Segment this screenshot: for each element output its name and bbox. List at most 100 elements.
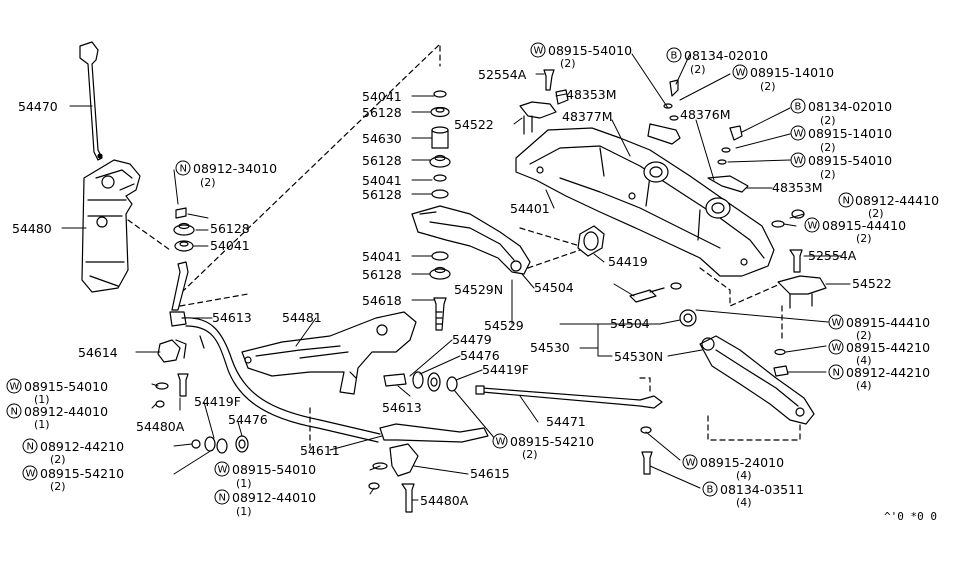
code-letter: B <box>707 485 714 496</box>
label-48376m: 48376M <box>680 107 731 122</box>
code-letter: W <box>832 343 842 354</box>
code-item: W 08915-54010 (2) <box>790 152 892 181</box>
code-letter: W <box>534 46 544 57</box>
part-fasteners-top <box>519 69 743 165</box>
code-letter: N <box>843 196 850 207</box>
code-item: W 08915-24010 (4) <box>682 454 784 482</box>
label-54611: 54611 <box>300 443 340 458</box>
fastener-codes: N 08912-34010 (2) W 08915-54010 (2) B 08… <box>6 42 939 518</box>
part-54470-rod <box>79 41 103 161</box>
code-qty: (2) <box>820 141 836 154</box>
label-56128: 56128 <box>362 105 402 120</box>
code-item: W 08915-14010 (2) <box>790 125 892 154</box>
part-54419-bolt <box>629 282 697 327</box>
guide-lines-center <box>519 227 581 269</box>
part-54613-link <box>169 261 189 327</box>
part-54476-bushings <box>383 371 458 392</box>
code-number: 08915-44410 <box>846 315 930 330</box>
part-54480a-bolts <box>177 373 415 513</box>
part-54618-bolt <box>433 297 447 331</box>
label-54041: 54041 <box>362 173 402 188</box>
label-48353m: 48353M <box>566 87 617 102</box>
part-48353m-clamps <box>647 123 749 193</box>
code-item: W 08915-44210 (4) <box>828 339 930 367</box>
code-letter: W <box>808 221 818 232</box>
code-number: 08915-44210 <box>846 340 930 355</box>
label-54613: 54613 <box>212 310 252 325</box>
code-item: N 08912-44210 (2) <box>22 438 124 466</box>
code-letter: B <box>795 102 802 113</box>
label-54471: 54471 <box>546 414 586 429</box>
code-letter: N <box>11 407 18 418</box>
code-letter: N <box>219 493 226 504</box>
code-qty: (2) <box>522 448 538 461</box>
code-qty: (2) <box>760 80 776 93</box>
label-54476: 54476 <box>460 348 500 363</box>
code-item: W 08915-54010 (2) <box>530 42 632 70</box>
code-qty: (2) <box>50 480 66 493</box>
guide-lines-right <box>309 267 801 449</box>
code-qty: (2) <box>856 329 872 342</box>
code-number: 08912-34010 <box>193 161 277 176</box>
code-number: 08134-02010 <box>684 48 768 63</box>
code-qty: (1) <box>236 505 252 518</box>
label-56128: 56128 <box>362 187 402 202</box>
code-number: 08912-44010 <box>232 490 316 505</box>
code-letter: N <box>180 164 187 175</box>
leader-lines <box>61 53 851 501</box>
code-letter: W <box>832 318 842 329</box>
code-number: 08134-02010 <box>808 99 892 114</box>
part-54529-arm <box>411 205 531 275</box>
code-qty: (4) <box>736 469 752 482</box>
label-54481: 54481 <box>282 310 322 325</box>
label-54615: 54615 <box>470 466 510 481</box>
label-54480a: 54480A <box>420 493 469 508</box>
code-letter: N <box>27 442 34 453</box>
code-item: B 08134-03511 (4) <box>702 481 804 509</box>
code-number: 08912-44210 <box>40 439 124 454</box>
label-54618: 54618 <box>362 293 402 308</box>
code-letter: W <box>26 469 36 480</box>
code-number: 08915-54010 <box>232 462 316 477</box>
label-54530: 54530 <box>530 340 570 355</box>
label-54480a: 54480A <box>136 419 185 434</box>
label-54041: 54041 <box>362 89 402 104</box>
code-number: 08915-14010 <box>750 65 834 80</box>
code-letter: W <box>686 458 696 469</box>
code-qty: (1) <box>34 418 50 431</box>
label-54419f: 54419F <box>194 394 241 409</box>
code-item: B 08134-02010 (2) <box>790 98 892 127</box>
code-qty: (2) <box>200 176 216 189</box>
code-item: N 08912-34010 (2) <box>175 160 277 189</box>
part-fasteners-bottom-right <box>640 426 653 475</box>
code-item: W 08915-54010 (1) <box>6 378 108 406</box>
label-54470: 54470 <box>18 99 58 114</box>
guide-lines-left <box>127 43 441 307</box>
code-number: 08915-54210 <box>510 434 594 449</box>
label-54630: 54630 <box>362 131 402 146</box>
code-letter: W <box>10 382 20 393</box>
label-52554a: 52554A <box>478 67 527 82</box>
label-48353m: 48353M <box>772 180 823 195</box>
code-item: W 08915-44410 (2) <box>828 314 930 342</box>
code-number: 08915-54210 <box>40 466 124 481</box>
code-item: B 08134-02010 (2) <box>666 47 768 76</box>
label-54476: 54476 <box>228 412 268 427</box>
label-56128: 56128 <box>362 267 402 282</box>
code-letter: W <box>794 156 804 167</box>
code-number: 08915-14010 <box>808 126 892 141</box>
code-qty: (1) <box>236 477 252 490</box>
label-54613: 54613 <box>382 400 422 415</box>
code-number: 08915-54010 <box>808 153 892 168</box>
code-letter: B <box>671 51 678 62</box>
part-washers-lower-left <box>155 382 249 454</box>
code-item: W 08915-44410 (2) <box>804 217 906 245</box>
part-stack-left <box>173 207 195 252</box>
label-54041: 54041 <box>210 238 250 253</box>
label-56128: 56128 <box>210 221 250 236</box>
label-54504: 54504 <box>610 316 650 331</box>
code-number: 08912-44210 <box>846 365 930 380</box>
label-52554a: 52554A <box>808 248 857 263</box>
code-qty: (2) <box>690 63 706 76</box>
